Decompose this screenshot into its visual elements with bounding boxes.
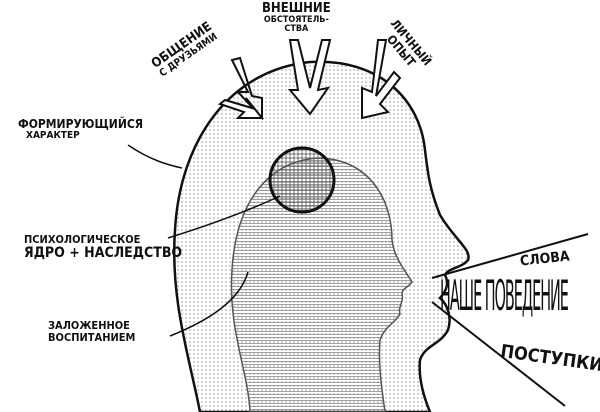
label-upbringing-line1: заложенное bbox=[48, 319, 130, 332]
inner-head-outline bbox=[230, 157, 413, 412]
pointer-forming bbox=[127, 144, 183, 169]
label-core: психологическое ядро + наследство bbox=[24, 234, 182, 260]
label-circumstances: внешние обстоятель- ства bbox=[262, 2, 331, 35]
label-core-line1: психологическое bbox=[24, 233, 141, 246]
label-circumstances-line1: внешние bbox=[262, 1, 331, 16]
arrow-experience bbox=[361, 39, 402, 120]
label-forming-line2: характер bbox=[26, 129, 80, 141]
pointer-core bbox=[167, 195, 281, 239]
arrow-circumstances bbox=[287, 39, 332, 116]
label-core-line2: ядро + наследство bbox=[24, 244, 183, 261]
label-forming-line1: формирующийся bbox=[18, 117, 144, 131]
speech-cone bbox=[431, 233, 589, 407]
label-circumstances-line3: ства bbox=[284, 24, 309, 35]
pointer-upbringing bbox=[169, 271, 249, 337]
label-behavior: наше поведение bbox=[440, 270, 569, 321]
core-circle bbox=[268, 146, 336, 214]
label-circumstances-line2: обстоятель- bbox=[263, 14, 329, 25]
label-upbringing: заложенное воспитанием bbox=[48, 320, 135, 343]
arrow-friends bbox=[217, 56, 265, 121]
label-forming: формирующийся характер bbox=[18, 118, 143, 141]
label-upbringing-line2: воспитанием bbox=[48, 330, 136, 344]
